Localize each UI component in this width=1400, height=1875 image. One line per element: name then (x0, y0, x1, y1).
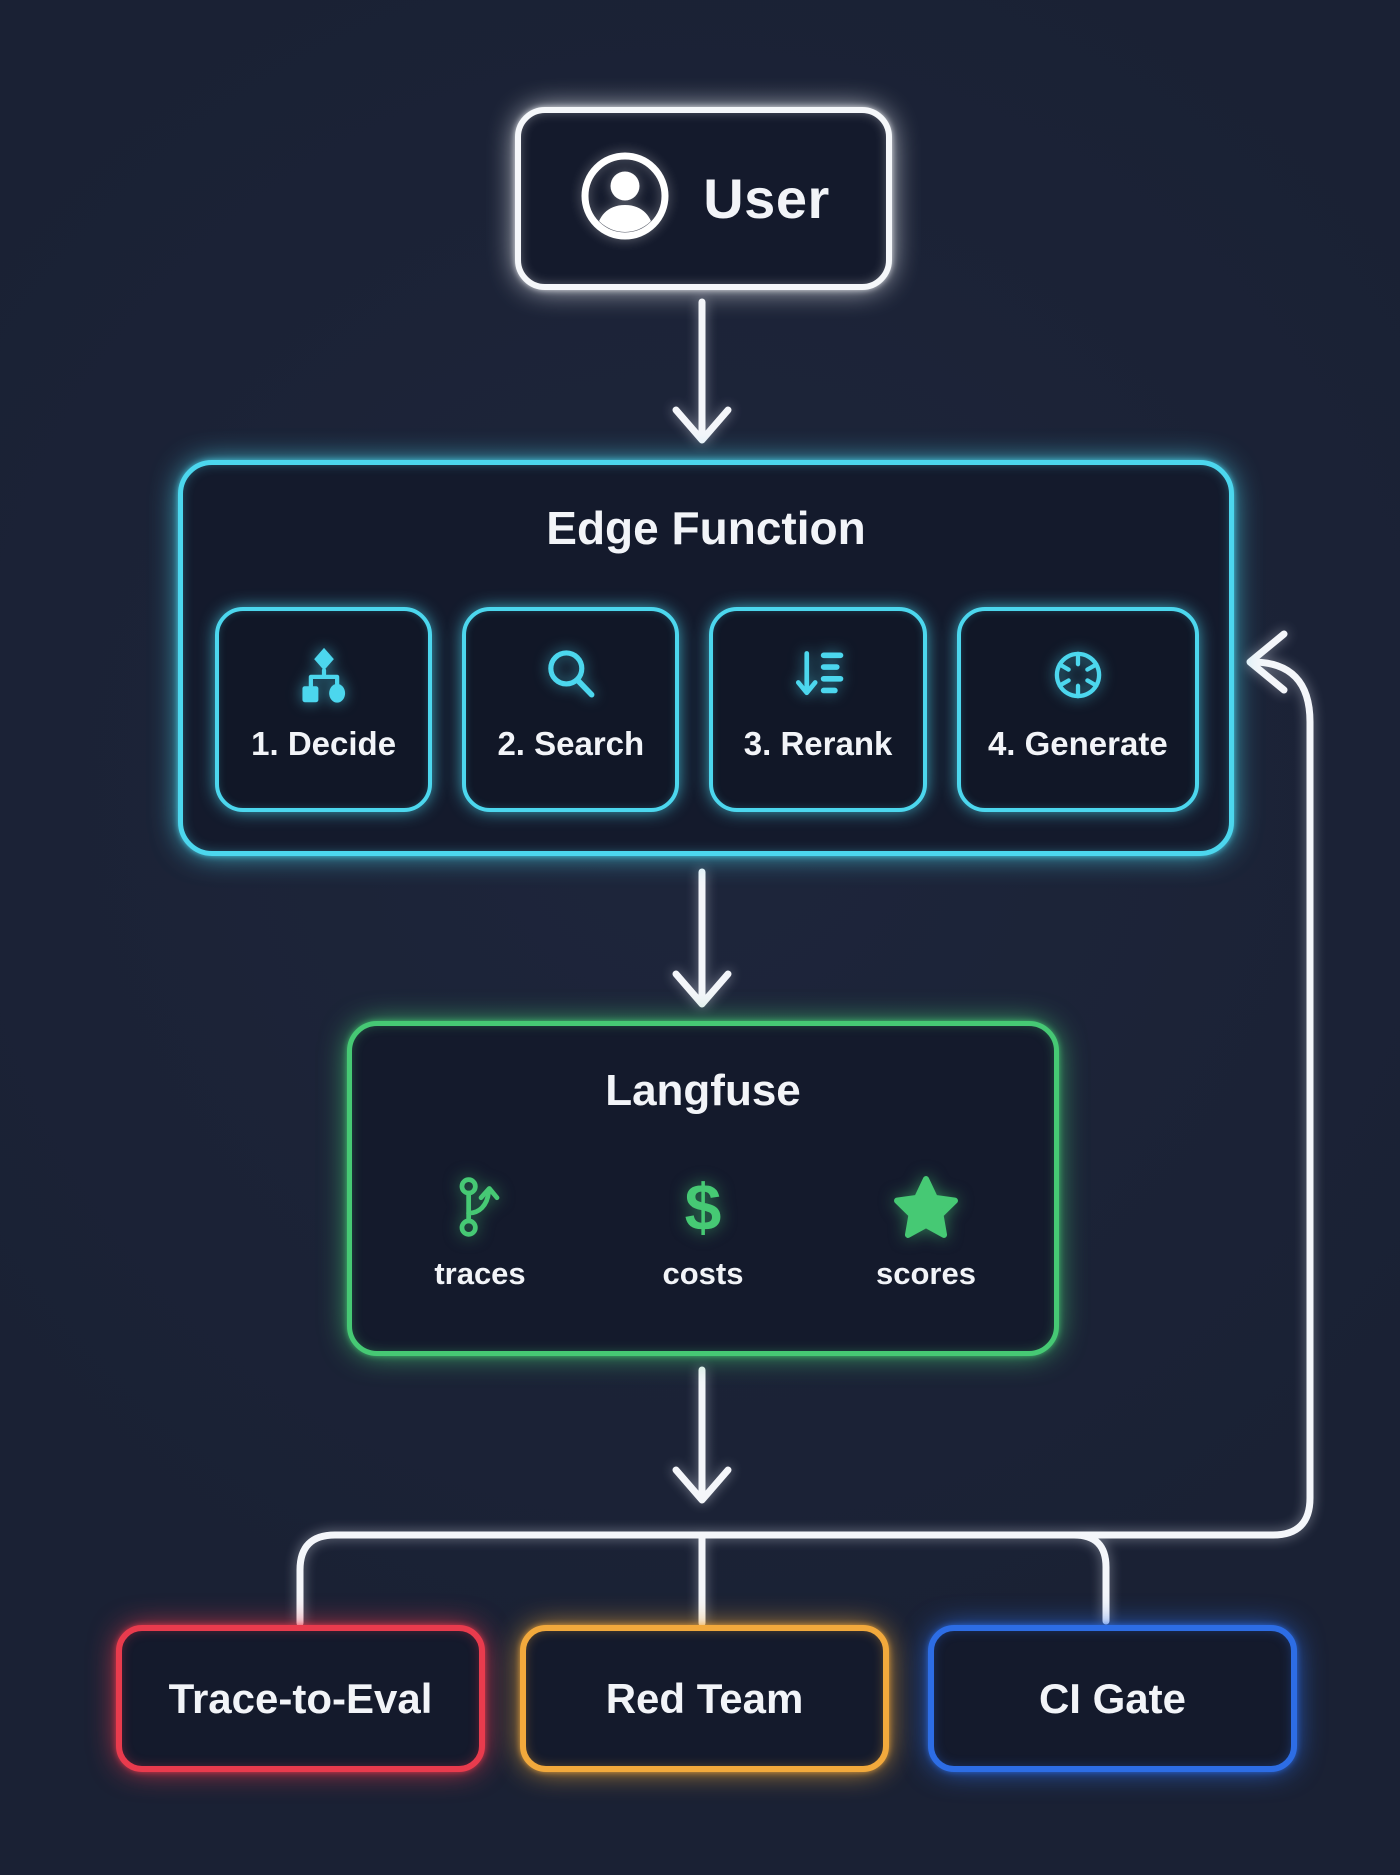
step-decide: 1. Decide (215, 607, 433, 812)
feature-label: traces (434, 1256, 526, 1291)
red-team-node: Red Team (520, 1625, 889, 1772)
step-label: 3. Rerank (743, 725, 893, 762)
edge-function-node: Edge Function 1. Decide 2. Search (178, 460, 1234, 856)
feedback-arrowhead (1246, 630, 1288, 694)
openai-logo-icon (1048, 645, 1108, 705)
user-icon (577, 148, 673, 249)
red-team-label: Red Team (605, 1674, 804, 1722)
arrow-langfuse-to-distributor (672, 1366, 732, 1504)
arrow-user-to-edge (672, 298, 732, 444)
dollar-sign-icon: $ (684, 1170, 722, 1244)
feature-traces: traces (404, 1172, 556, 1292)
langfuse-node: Langfuse traces $ costs (347, 1021, 1059, 1356)
ci-gate-label: CI Gate (1038, 1674, 1187, 1722)
trace-to-eval-node: Trace-to-Eval (116, 1625, 485, 1772)
edge-function-title: Edge Function (546, 502, 866, 554)
step-label: 2. Search (497, 725, 645, 762)
star-icon (893, 1172, 959, 1242)
feature-label: scores (876, 1256, 976, 1291)
langfuse-title: Langfuse (605, 1066, 801, 1115)
git-branch-icon (447, 1172, 513, 1242)
user-label: User (703, 167, 830, 230)
sort-rerank-icon (788, 645, 848, 705)
feature-scores: scores (850, 1172, 1002, 1292)
edge-function-steps: 1. Decide 2. Search (215, 607, 1199, 812)
step-label: 1. Decide (251, 725, 397, 762)
step-rerank: 3. Rerank (709, 607, 927, 812)
decision-flowchart-icon (294, 645, 354, 705)
user-node: User (515, 107, 892, 290)
magnifier-search-icon (541, 645, 601, 705)
ci-gate-node: CI Gate (928, 1625, 1297, 1772)
drop-to-ci-gate (1070, 1531, 1110, 1625)
feature-label: costs (662, 1256, 744, 1291)
feature-costs: $ costs (627, 1172, 779, 1292)
step-generate: 4. Generate (956, 607, 1199, 812)
langfuse-features: traces $ costs scores (404, 1172, 1002, 1292)
step-search: 2. Search (462, 607, 680, 812)
trace-to-eval-label: Trace-to-Eval (168, 1674, 433, 1722)
step-label: 4. Generate (987, 725, 1168, 762)
arrow-edge-to-langfuse (672, 868, 732, 1008)
